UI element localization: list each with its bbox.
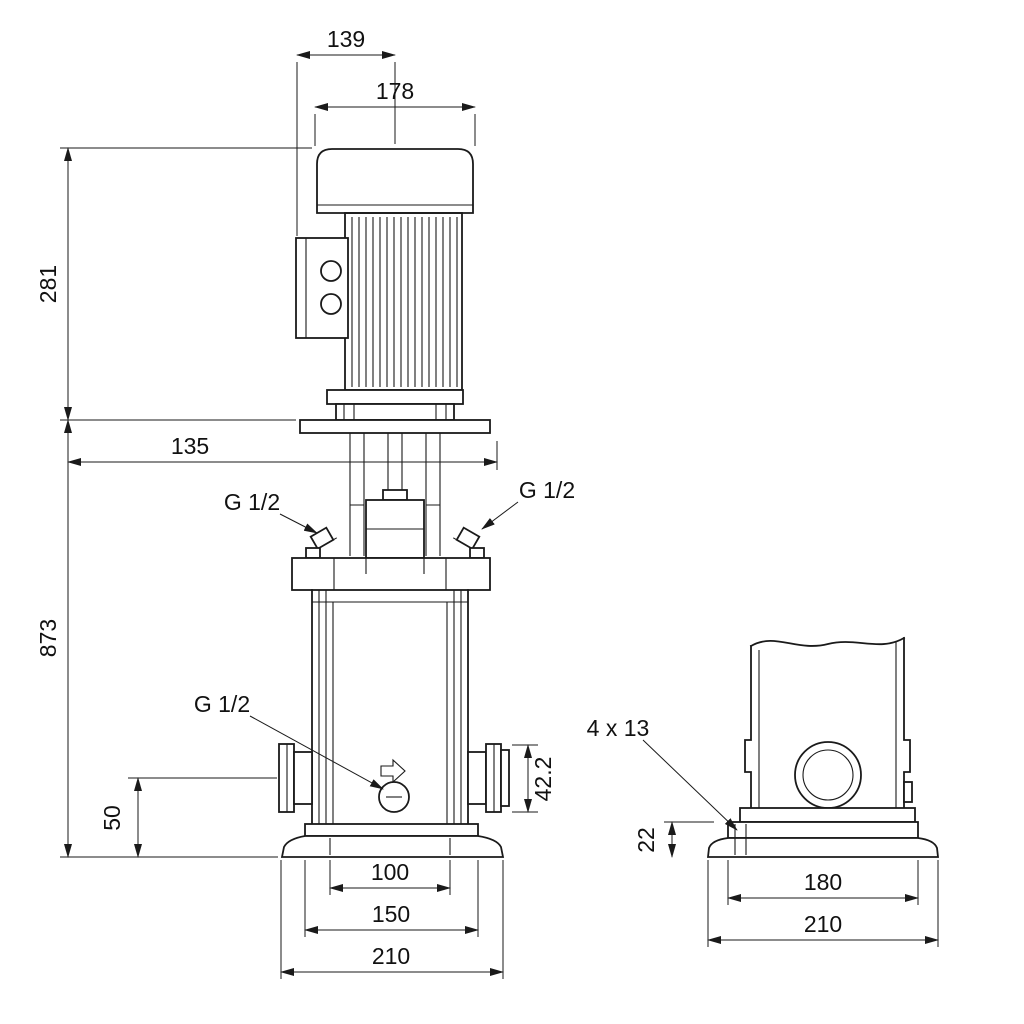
dim-139: 139 xyxy=(296,26,396,236)
staybolt-nut xyxy=(305,547,321,559)
plug-label-top-left: G 1/2 xyxy=(224,489,318,534)
coupling-section xyxy=(299,419,491,559)
dim-4x13: 4 x 13 xyxy=(587,715,738,831)
plug-top-right-label: G 1/2 xyxy=(519,477,575,503)
dim-22: 22 xyxy=(633,821,714,858)
cable-entry-hole xyxy=(320,260,342,282)
dim-22-label: 22 xyxy=(633,827,659,853)
motor-stool-plate xyxy=(299,419,491,434)
pump-head-flange xyxy=(291,557,491,591)
side-view xyxy=(706,636,940,858)
dim-180: 180 xyxy=(727,860,919,905)
dim-50-label: 50 xyxy=(99,805,125,831)
pump-base xyxy=(280,823,505,858)
plug-label-top-right: G 1/2 xyxy=(481,477,575,530)
staybolt-nut xyxy=(469,547,485,559)
plug-top-left-label: G 1/2 xyxy=(224,489,280,515)
dim-42-2-label: 42.2 xyxy=(530,757,556,802)
dim-873-label: 873 xyxy=(35,619,61,657)
dim-139-label: 139 xyxy=(327,26,365,52)
plug-label-drain: G 1/2 xyxy=(194,691,384,790)
coupling-guards xyxy=(349,433,441,556)
shaft xyxy=(387,433,403,500)
fan-cover xyxy=(316,148,474,214)
motor xyxy=(295,148,474,421)
dim-210-front-label: 210 xyxy=(372,943,410,969)
motor-fins xyxy=(351,217,458,387)
cable-entry-hole xyxy=(320,293,342,315)
dim-150: 150 xyxy=(304,860,479,937)
dim-42-2: 42.2 xyxy=(512,744,556,813)
dim-281: 281 xyxy=(35,147,312,421)
side-port xyxy=(794,741,862,809)
dim-4x13-label: 4 x 13 xyxy=(587,715,650,741)
dim-210-front: 210 xyxy=(280,860,504,979)
nameplate-tab xyxy=(903,781,913,803)
dim-100-label: 100 xyxy=(371,859,409,885)
dim-178: 178 xyxy=(314,78,476,146)
dim-135: 135 xyxy=(67,433,498,470)
dim-135-label: 135 xyxy=(171,433,209,459)
motor-body xyxy=(344,212,463,391)
suction-port xyxy=(278,743,313,813)
dim-210-side-label: 210 xyxy=(804,911,842,937)
dim-180-label: 180 xyxy=(804,869,842,895)
dim-150-label: 150 xyxy=(372,901,410,927)
dim-100: 100 xyxy=(329,859,451,895)
dim-210-side: 210 xyxy=(707,860,939,947)
dim-50: 50 xyxy=(99,777,277,858)
dimension-annotations: 139 178 281 873 135 G 1/2 G xyxy=(35,26,939,979)
flow-direction-arrow-icon xyxy=(380,758,406,784)
dim-178-label: 178 xyxy=(376,78,414,104)
vent-plug-left xyxy=(309,526,338,552)
discharge-port xyxy=(467,743,510,813)
plug-drain-label: G 1/2 xyxy=(194,691,250,717)
vent-plug-right xyxy=(452,526,481,552)
break-line xyxy=(749,636,906,648)
side-base xyxy=(706,807,940,858)
front-view xyxy=(278,148,510,858)
staybolts xyxy=(318,590,462,824)
chamber-stack xyxy=(744,636,913,809)
terminal-box xyxy=(295,237,349,339)
dim-281-label: 281 xyxy=(35,265,61,303)
drain-plug xyxy=(378,758,410,813)
dim-873: 873 xyxy=(35,419,278,858)
